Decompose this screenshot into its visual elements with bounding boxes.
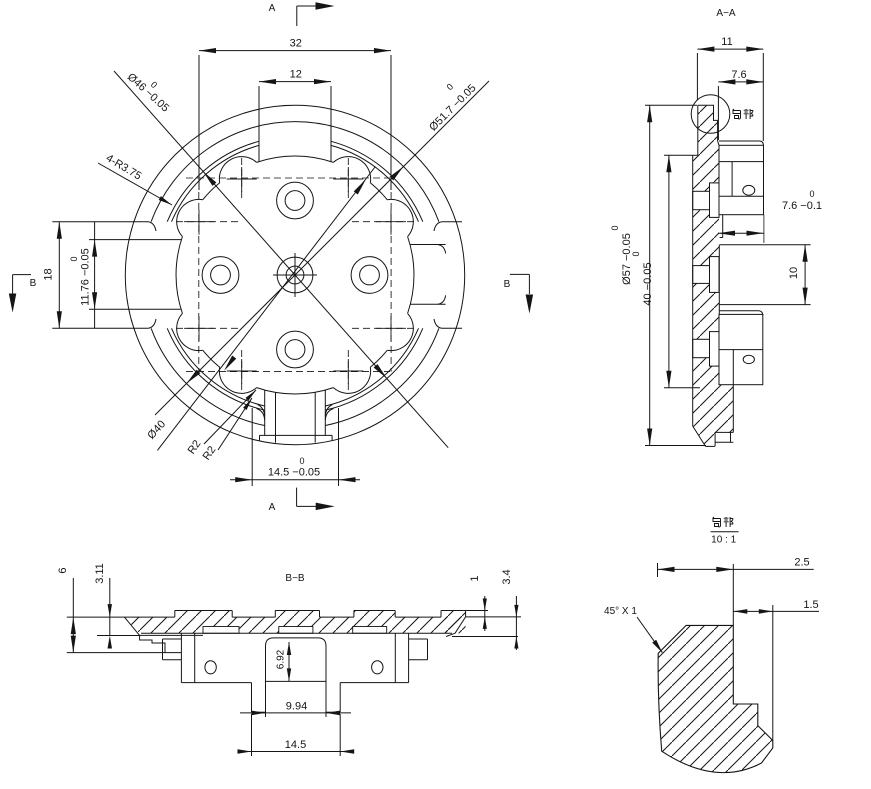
svg-text:45° X 1: 45° X 1 [604, 606, 637, 617]
svg-text:0: 0 [809, 189, 814, 199]
svg-text:7.6: 7.6 [731, 69, 746, 81]
svg-text:3.11: 3.11 [94, 563, 106, 584]
svg-text:2.5: 2.5 [794, 557, 809, 569]
svg-text:18: 18 [43, 268, 55, 280]
svg-text:B: B [30, 278, 37, 289]
svg-text:11: 11 [721, 36, 732, 48]
svg-text:0: 0 [149, 79, 159, 90]
svg-text:12: 12 [290, 69, 302, 81]
svg-text:6.92: 6.92 [276, 649, 287, 669]
svg-text:9.94: 9.94 [286, 701, 307, 713]
svg-text:A−A: A−A [716, 8, 736, 19]
svg-text:14.5: 14.5 [285, 739, 306, 751]
svg-text:40 −0.05: 40 −0.05 [642, 262, 654, 305]
svg-text:0: 0 [445, 82, 456, 93]
svg-text:3.4: 3.4 [501, 569, 513, 584]
svg-text:0: 0 [69, 256, 79, 261]
svg-text:0: 0 [610, 225, 620, 230]
svg-text:1.5: 1.5 [803, 599, 818, 611]
svg-text:B: B [504, 279, 511, 290]
svg-text:Ø57 −0.05: Ø57 −0.05 [621, 233, 633, 285]
svg-text:6: 6 [57, 567, 69, 573]
svg-text:A: A [269, 502, 276, 513]
svg-text:10 : 1: 10 : 1 [711, 535, 736, 546]
svg-text:14.5 −0.05: 14.5 −0.05 [268, 467, 320, 479]
svg-text:1: 1 [469, 575, 481, 581]
svg-text:A: A [269, 3, 276, 14]
svg-text:0: 0 [299, 456, 304, 466]
svg-text:11.76 −0.05: 11.76 −0.05 [80, 248, 92, 306]
svg-text:10: 10 [788, 267, 800, 279]
svg-text:7.6 −0.1: 7.6 −0.1 [782, 200, 822, 212]
svg-text:32: 32 [290, 38, 302, 50]
svg-text:0: 0 [631, 251, 641, 256]
svg-text:B−B: B−B [285, 573, 305, 584]
